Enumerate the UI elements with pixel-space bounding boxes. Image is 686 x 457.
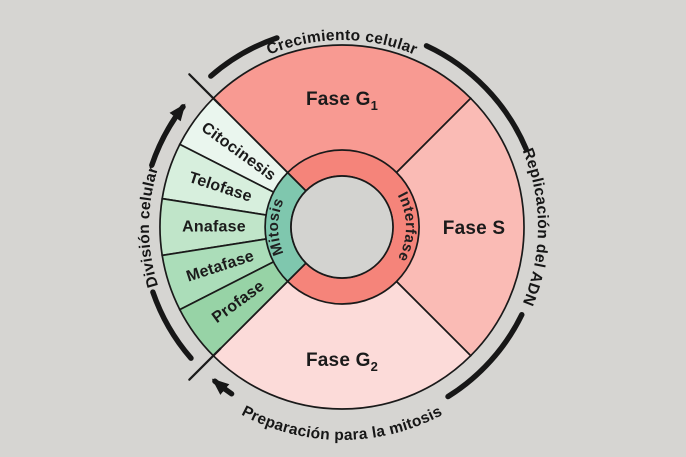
label-fase-g1-base: Fase G [306,89,371,110]
center-disc [290,175,394,279]
label-anafase: Anafase [182,219,246,236]
arc-top-right [423,43,529,152]
sector-fase-g1 [212,44,472,229]
label-fase-g1: Fase G1 [306,89,378,113]
arc-bottom-right [445,312,525,400]
sector-fase-s [340,97,525,357]
label-fase-s: Fase S [443,218,505,239]
divider-tick-bottom-left [188,347,222,381]
label-fase-g2: Fase G2 [306,350,378,374]
arc-top-left [208,35,280,79]
label-fase-g2-sub: 2 [371,359,378,374]
label-fase-g2-base: Fase G [306,350,371,371]
label-fase-g1-sub: 1 [371,98,378,113]
arc-bottom-left-arrow [211,378,235,397]
arc-left-upper-arrow [149,103,186,168]
divider-tick-top-left [188,73,222,107]
arc-left-lower [150,289,194,361]
sector-fase-g2 [212,225,472,410]
